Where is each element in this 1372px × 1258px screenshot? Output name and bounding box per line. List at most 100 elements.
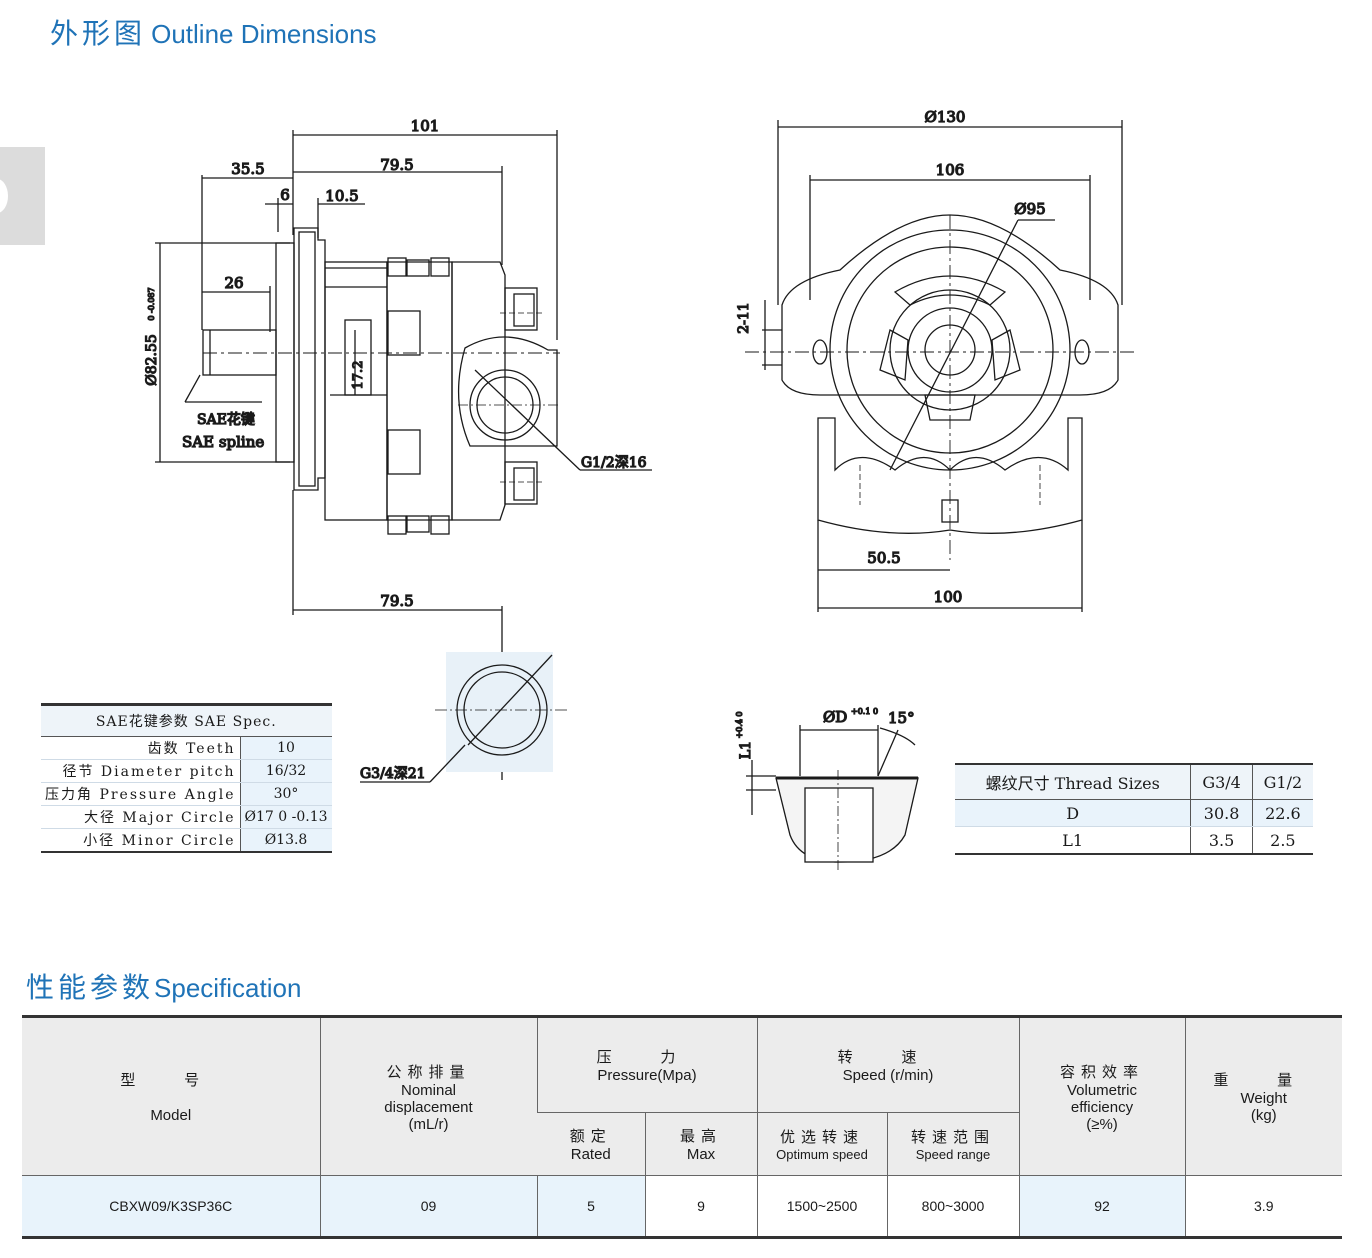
front-view: [745, 120, 1135, 612]
vol-en2: efficiency: [1070, 1098, 1134, 1116]
thread-header-label: 螺纹尺寸 Thread Sizes: [955, 764, 1191, 800]
spec-title: 性能参数Specification: [26, 966, 301, 1006]
outline-title-cn: 外形图: [50, 17, 147, 50]
sae-value: Ø17 0 -0.13: [240, 805, 332, 829]
speed-en: Speed (r/min): [842, 1067, 934, 1084]
sae-key: 大径 Major Circle: [41, 805, 241, 829]
model-header: 型 号 Model: [22, 1015, 320, 1176]
max-cn: 最高: [679, 1127, 722, 1145]
table-cell: 30.8: [1190, 799, 1253, 827]
range-cn: 转速范围: [910, 1128, 995, 1146]
speed-range-header: 转速范围 Speed range: [886, 1112, 1019, 1176]
dim-17-2: 17.2: [351, 361, 366, 390]
pressure-header: 压 力 Pressure(Mpa): [536, 1015, 757, 1113]
thread-header-g12: G1/2: [1251, 764, 1313, 800]
table-row: L1 3.5 2.5: [955, 826, 1313, 855]
rated-cell: 5: [536, 1175, 645, 1239]
rated-en: Rated: [570, 1146, 611, 1163]
weight-en: Weight: [1240, 1090, 1287, 1107]
dim-35-5: 35.5: [231, 160, 264, 178]
sae-spline-label-cn: SAE花键: [197, 412, 255, 428]
range-en: Speed range: [915, 1147, 991, 1162]
opt-cn: 优选转速: [779, 1128, 864, 1146]
volumetric-header: 容积效率 Volumetric efficiency (≥%): [1018, 1015, 1185, 1176]
dim-shaft-tolerance: 0 -0.087: [147, 287, 156, 320]
pressure-cn: 压 力: [596, 1048, 698, 1066]
port-angle-label: 15°: [888, 709, 915, 727]
sae-value: Ø13.8: [240, 828, 332, 853]
opt-en: Optimum speed: [776, 1147, 868, 1162]
dim-10-5: 10.5: [325, 187, 358, 205]
speed-range-cell: 800~3000: [886, 1175, 1019, 1239]
dim-79-5-bottom: 79.5: [380, 592, 413, 610]
spec-title-cn: 性能参数: [26, 971, 155, 1004]
volumetric-cell: 92: [1018, 1175, 1185, 1239]
side-view: [155, 130, 652, 783]
model-header-en: Model: [150, 1107, 192, 1124]
disp-cn: 公称排量: [386, 1062, 471, 1081]
port-od-tolerance: +0.1 0: [851, 707, 878, 716]
disp-en1: Nominal: [400, 1081, 457, 1099]
g12-port-label: G1/2深16: [581, 455, 647, 471]
spec-title-en: Specification: [154, 973, 302, 1003]
dim-130: Ø130: [925, 108, 966, 126]
dim-2-11: 2-11: [736, 302, 752, 333]
sae-spec-header: SAE花键参数 SAE Spec.: [41, 704, 332, 737]
vol-cn: 容积效率: [1059, 1062, 1144, 1081]
outline-title: 外形图 Outline Dimensions: [50, 12, 377, 52]
disp-en2: displacement: [384, 1098, 473, 1116]
vol-unit: (≥%): [1086, 1115, 1118, 1133]
sae-key: 径节 Diameter pitch: [41, 759, 241, 783]
displacement-cell: 09: [319, 1175, 537, 1239]
technical-drawing: 101 35.5 79.5 6 10.5 26 Ø82.55 0 -0.087 …: [143, 107, 1135, 870]
rated-header: 额定 Rated: [537, 1112, 645, 1176]
rated-cn: 额定: [569, 1127, 612, 1145]
sae-key: 小径 Minor Circle: [41, 828, 241, 853]
outline-title-en: Outline Dimensions: [151, 19, 377, 49]
max-cell: 9: [644, 1175, 757, 1239]
dim-50-5: 50.5: [867, 549, 900, 567]
speed-header: 转 速 Speed (r/min): [756, 1015, 1019, 1113]
sae-key: 压力角 Pressure Angle: [41, 782, 241, 806]
table-cell: D: [955, 799, 1191, 827]
table-row: CBXW09/K3SP36C 09 5 9 1500~2500 800~3000…: [22, 1175, 1342, 1239]
table-cell: L1: [955, 826, 1191, 855]
specification-table: 型 号 Model 公称排量 Nominal displacement (mL/…: [22, 1015, 1342, 1239]
weight-unit: (kg): [1250, 1107, 1277, 1124]
pressure-en: Pressure(Mpa): [597, 1067, 697, 1084]
sae-value: 10: [240, 736, 332, 760]
vol-en1: Volumetric: [1066, 1081, 1138, 1099]
port-detail: [746, 725, 919, 870]
disp-unit: (mL/r): [408, 1115, 449, 1133]
displacement-header: 公称排量 Nominal displacement (mL/r): [319, 1015, 537, 1176]
table-row: D 30.8 22.6: [955, 799, 1313, 827]
model-cell: CBXW09/K3SP36C: [22, 1175, 320, 1239]
port-od-label: ØD: [823, 708, 847, 726]
max-en: Max: [686, 1146, 716, 1163]
table-cell: 3.5: [1190, 826, 1253, 855]
port-l1-label: L1: [738, 741, 754, 759]
thread-header-g34: G3/4: [1190, 764, 1253, 800]
weight-cell: 3.9: [1184, 1175, 1342, 1239]
optimum-speed-cell: 1500~2500: [756, 1175, 887, 1239]
table-cell: 22.6: [1251, 799, 1313, 827]
dim-26: 26: [224, 274, 243, 292]
weight-cn: 重 量: [1213, 1071, 1315, 1089]
max-header: 最高 Max: [644, 1112, 757, 1176]
dim-100: 100: [934, 588, 963, 606]
dim-6: 6: [280, 186, 290, 204]
sae-spline-label-en: SAE spline: [182, 433, 264, 451]
model-header-cn: 型 号: [120, 1071, 222, 1089]
g34-port-label: G3/4深21: [360, 766, 426, 782]
sae-value: 16/32: [240, 759, 332, 783]
dim-95: Ø95: [1014, 200, 1045, 218]
sae-key: 齿数 Teeth: [41, 736, 241, 760]
page-tab-marker: [0, 147, 45, 245]
thread-size-table: 螺纹尺寸 Thread Sizes G3/4 G1/2 D 30.8 22.6 …: [955, 763, 1313, 855]
